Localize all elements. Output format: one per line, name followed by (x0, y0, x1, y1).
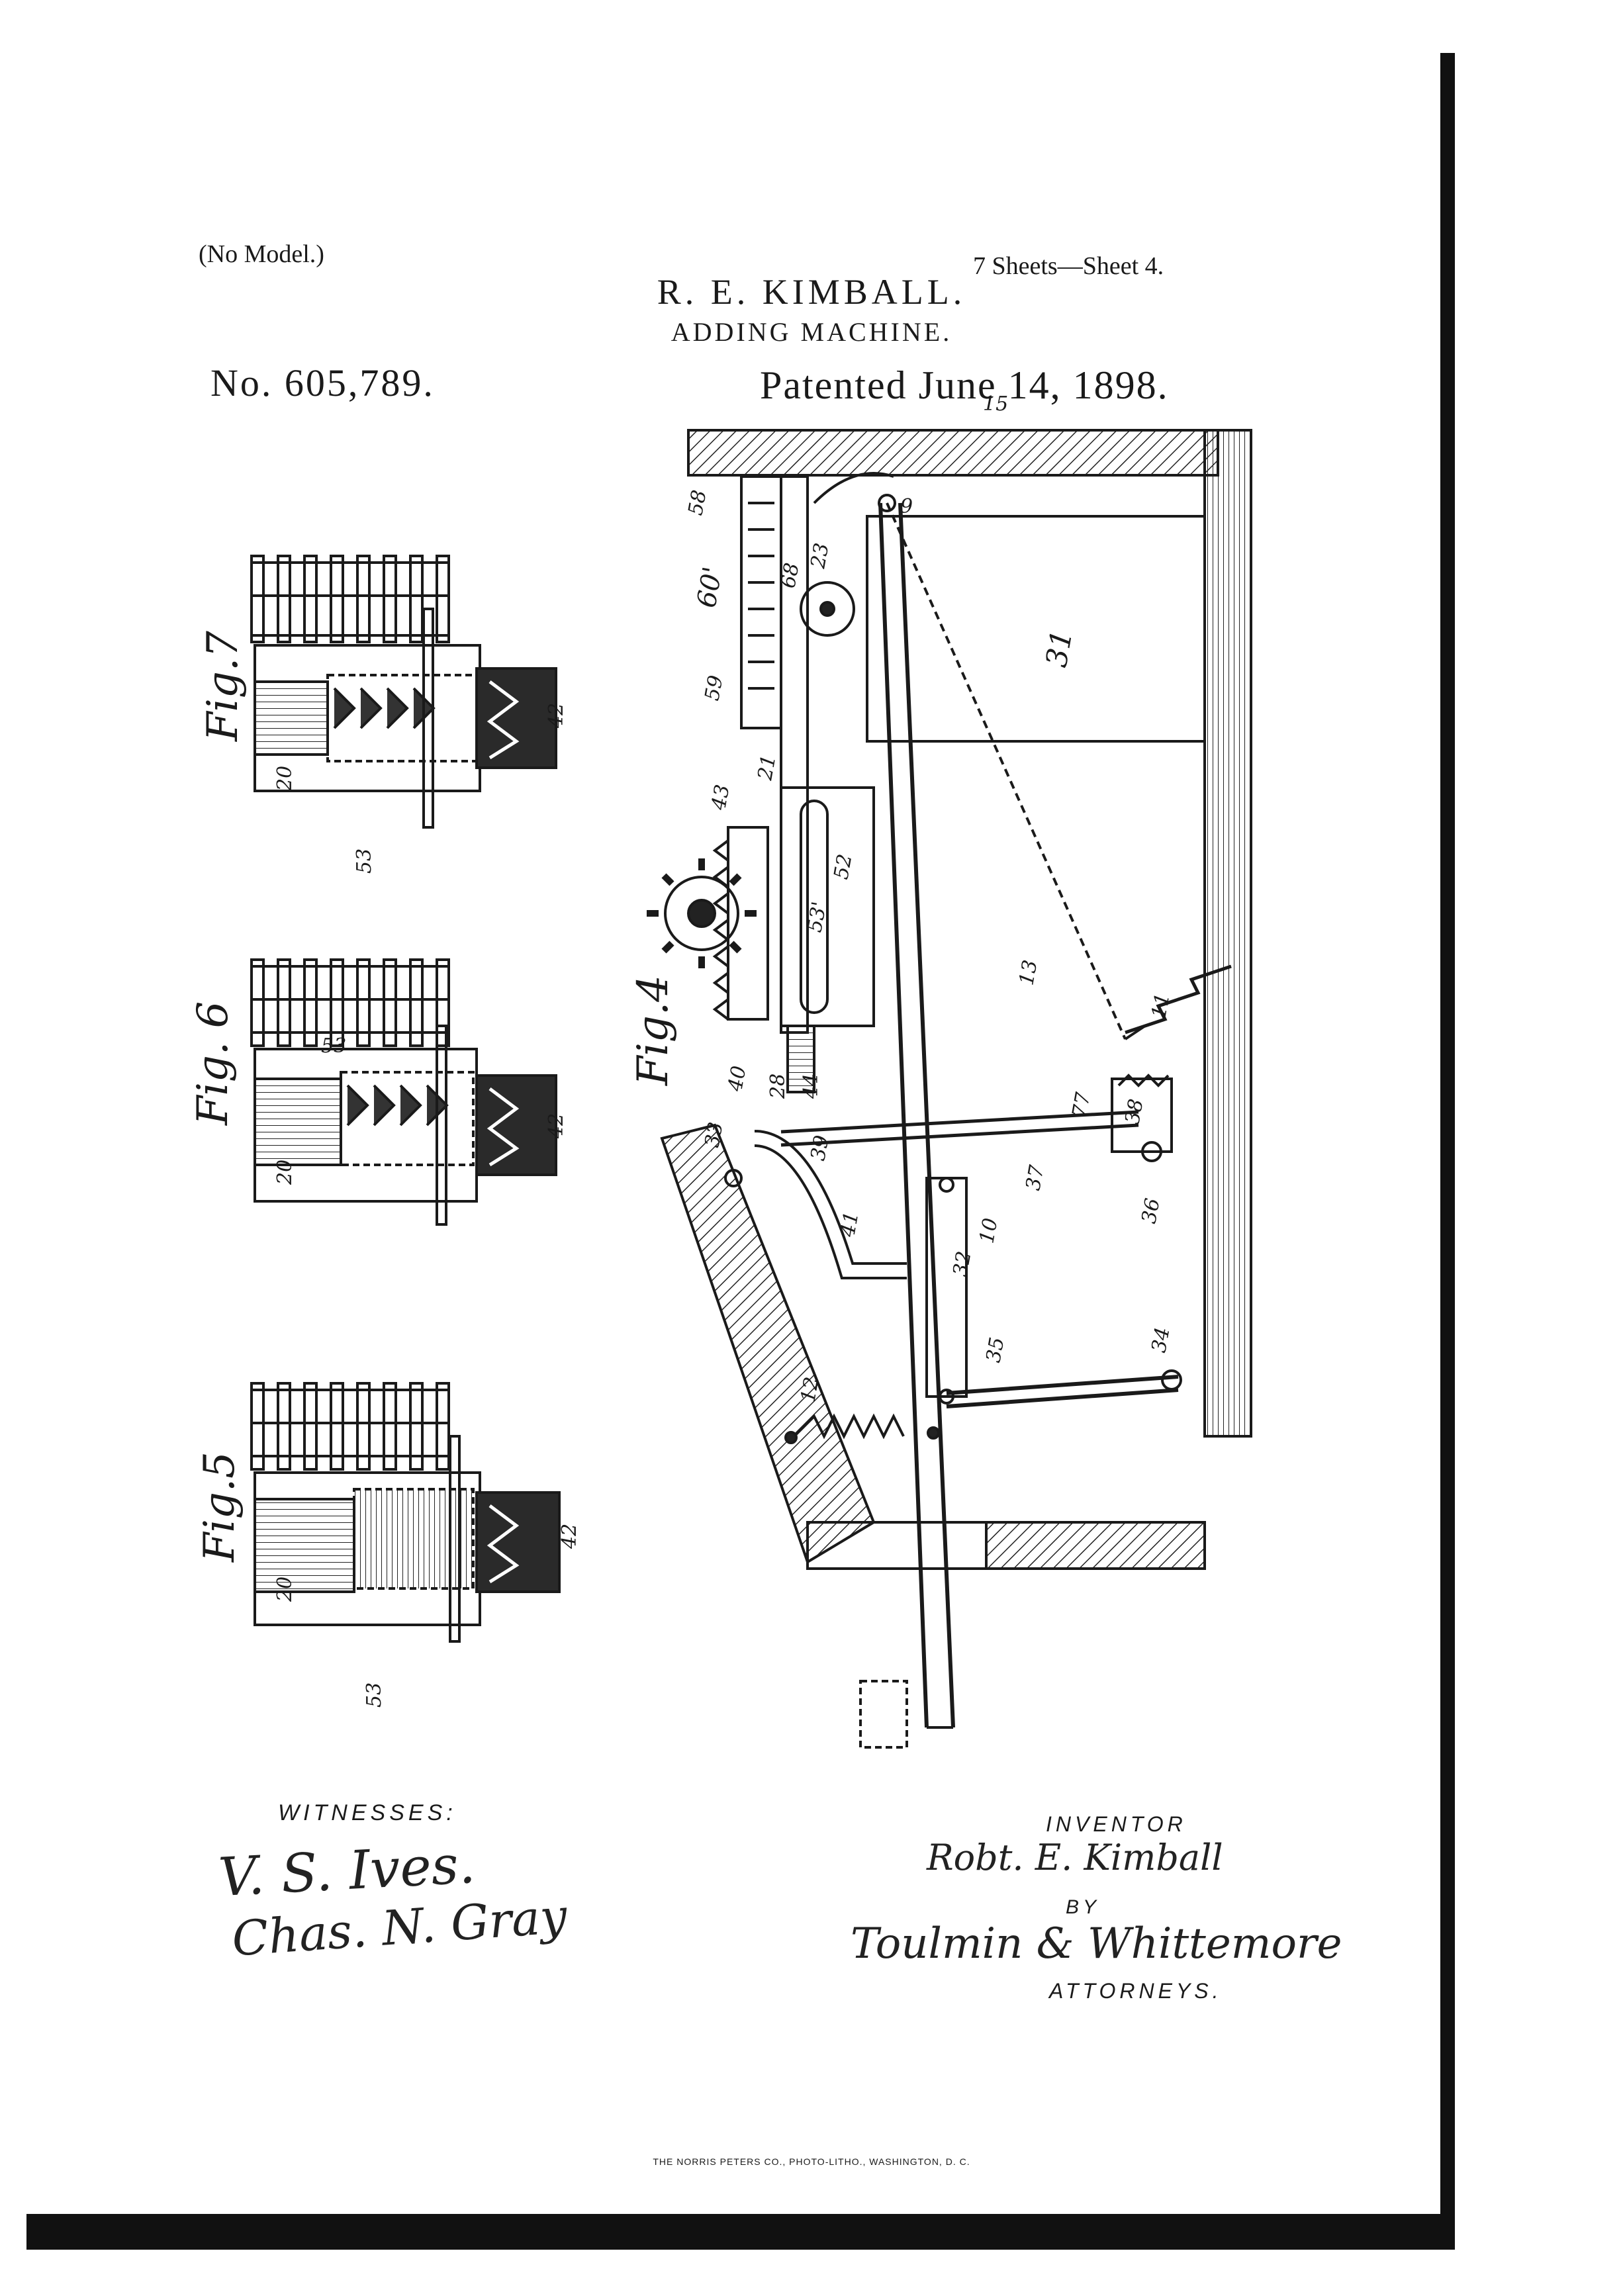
figure-6-label: Fig. 6 (189, 1001, 238, 1125)
invention-title: ADDING MACHINE. (671, 317, 952, 347)
ref-37: 37 (1021, 1163, 1048, 1193)
ref-38: 38 (1121, 1097, 1148, 1126)
ref-42-fig5: 42 (558, 1524, 581, 1549)
inventor-label: INVENTOR (1046, 1812, 1187, 1836)
ref-34: 34 (1147, 1326, 1174, 1355)
by-label: BY (1066, 1896, 1101, 1918)
ref-77: 77 (1068, 1090, 1095, 1120)
inventor-name-heading: R. E. KIMBALL. (657, 272, 966, 312)
figure-7-label: Fig.7 (199, 631, 248, 741)
figure-4-drawing (647, 429, 1252, 1749)
ref-31: 31 (1040, 627, 1080, 670)
figure-5-drawing (250, 1382, 561, 1643)
ref-20-fig6: 20 (273, 1160, 297, 1185)
ref-11: 11 (1147, 991, 1174, 1021)
scan-border-right (1440, 53, 1455, 2224)
ref-20-fig5: 20 (273, 1577, 297, 1602)
figure-7-drawing (250, 555, 557, 829)
ref-42-fig6: 42 (545, 1113, 568, 1139)
ref-68: 68 (776, 561, 804, 590)
reference-numerals: 9 10 11 12 13 15 20 20 20 21 23 28 31 32… (273, 392, 1175, 1708)
ref-39: 39 (806, 1134, 833, 1163)
ref-43: 43 (707, 783, 734, 813)
ref-12: 12 (796, 1375, 823, 1404)
ref-53-fig5: 53 (363, 1682, 386, 1708)
ref-13: 13 (1015, 958, 1042, 987)
scan-border-bottom (26, 2214, 1455, 2250)
patent-number: No. 605,789. (210, 361, 435, 404)
printer-credit: THE NORRIS PETERS CO., PHOTO-LITHO., WAS… (653, 2156, 970, 2167)
figure-6-drawing (250, 958, 557, 1226)
ref-9: 9 (900, 495, 913, 518)
ref-33: 33 (700, 1121, 727, 1150)
ref-58: 58 (684, 488, 711, 518)
ref-53-fig7: 53 (353, 849, 376, 874)
ref-35: 35 (982, 1336, 1009, 1365)
attorneys-label: ATTORNEYS. (1049, 1979, 1223, 2003)
witnesses-label: WITNESSES: (278, 1800, 457, 1825)
ref-10: 10 (975, 1217, 1002, 1246)
ref-23: 23 (806, 541, 833, 571)
patent-date: Patented June 14, 1898. (760, 363, 1169, 407)
ref-15: 15 (983, 392, 1008, 416)
ref-36: 36 (1137, 1197, 1164, 1226)
inventor-signature: Robt. E. Kimball (927, 1837, 1223, 1878)
ref-60-prime: 60' (692, 565, 729, 610)
ref-53-prime: 53' (803, 900, 831, 935)
ref-40: 40 (723, 1064, 751, 1094)
comb-teeth-7 (250, 555, 450, 643)
ref-52: 52 (829, 852, 857, 882)
ref-21: 21 (753, 753, 780, 783)
sheet-number: 7 Sheets—Sheet 4. (973, 252, 1164, 280)
ref-20-fig7: 20 (273, 766, 297, 792)
attorney-signature: Toulmin & Whittemore (851, 1919, 1342, 1968)
figure-4-label: Fig.4 (629, 975, 678, 1085)
ref-32: 32 (949, 1250, 976, 1279)
ref-53-fig6: 53 (321, 1034, 346, 1058)
ref-44: 44 (800, 1074, 823, 1099)
ref-42-fig7: 42 (545, 703, 568, 729)
ref-41: 41 (836, 1210, 863, 1240)
figure-5-label: Fig.5 (195, 1451, 244, 1562)
no-model-note: (No Model.) (199, 240, 324, 268)
ref-59: 59 (700, 674, 727, 703)
ref-28: 28 (766, 1074, 790, 1099)
